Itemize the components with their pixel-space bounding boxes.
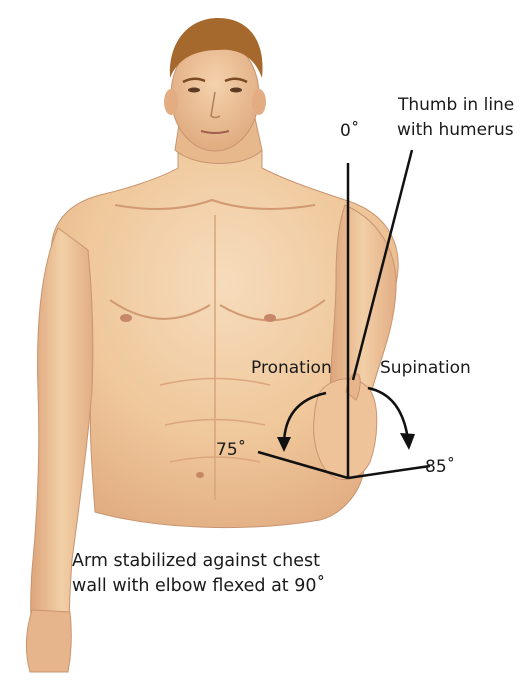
right-hand [26, 610, 71, 672]
navel [196, 472, 204, 478]
zero-degree-label: 0˚ [340, 121, 359, 141]
pronation-label: Pronation [251, 358, 332, 378]
thumb-label-line1: Thumb in line [398, 95, 514, 115]
left-ear [164, 89, 178, 115]
caption-line2: wall with elbow flexed at 90˚ [72, 574, 325, 599]
right-nipple [264, 314, 276, 322]
caption-line1: Arm stabilized against chest [72, 549, 320, 574]
supination-label: Supination [380, 358, 471, 378]
right-eye [230, 88, 242, 93]
left-eye [188, 88, 200, 93]
degree-85-label: 85˚ [425, 457, 455, 477]
degree-75-label: 75˚ [216, 440, 246, 460]
thumb-label-line2: with humerus [397, 120, 514, 140]
supination-arrowhead [400, 433, 415, 450]
right-ear [252, 89, 266, 115]
left-nipple [120, 314, 132, 322]
